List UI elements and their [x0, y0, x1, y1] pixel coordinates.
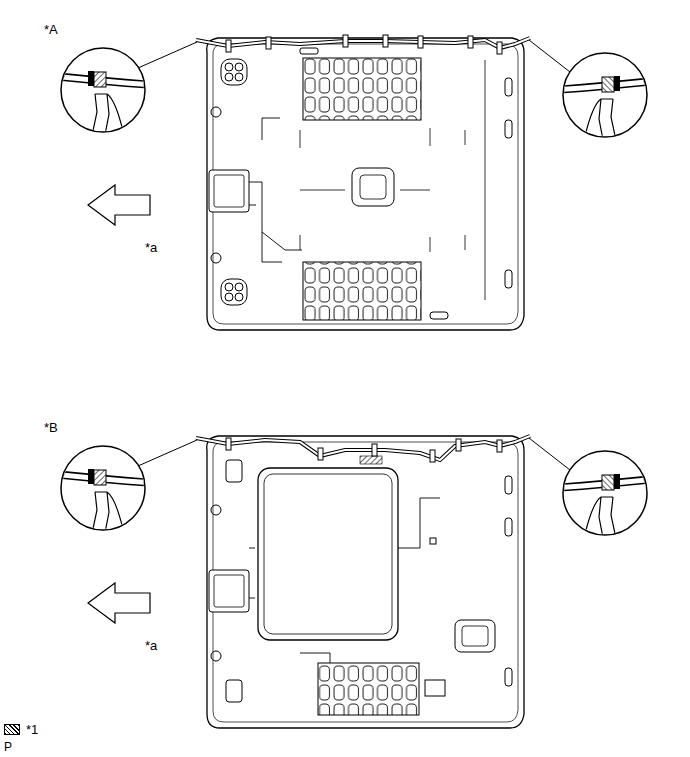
direction-label: *a: [145, 638, 157, 653]
hatch-swatch: [4, 724, 20, 735]
legend-text: *1: [26, 722, 38, 737]
illustration-code: P: [4, 741, 12, 753]
direction-label: *a: [145, 240, 157, 255]
view-label: *A: [44, 22, 58, 37]
view-label: *B: [44, 420, 58, 435]
